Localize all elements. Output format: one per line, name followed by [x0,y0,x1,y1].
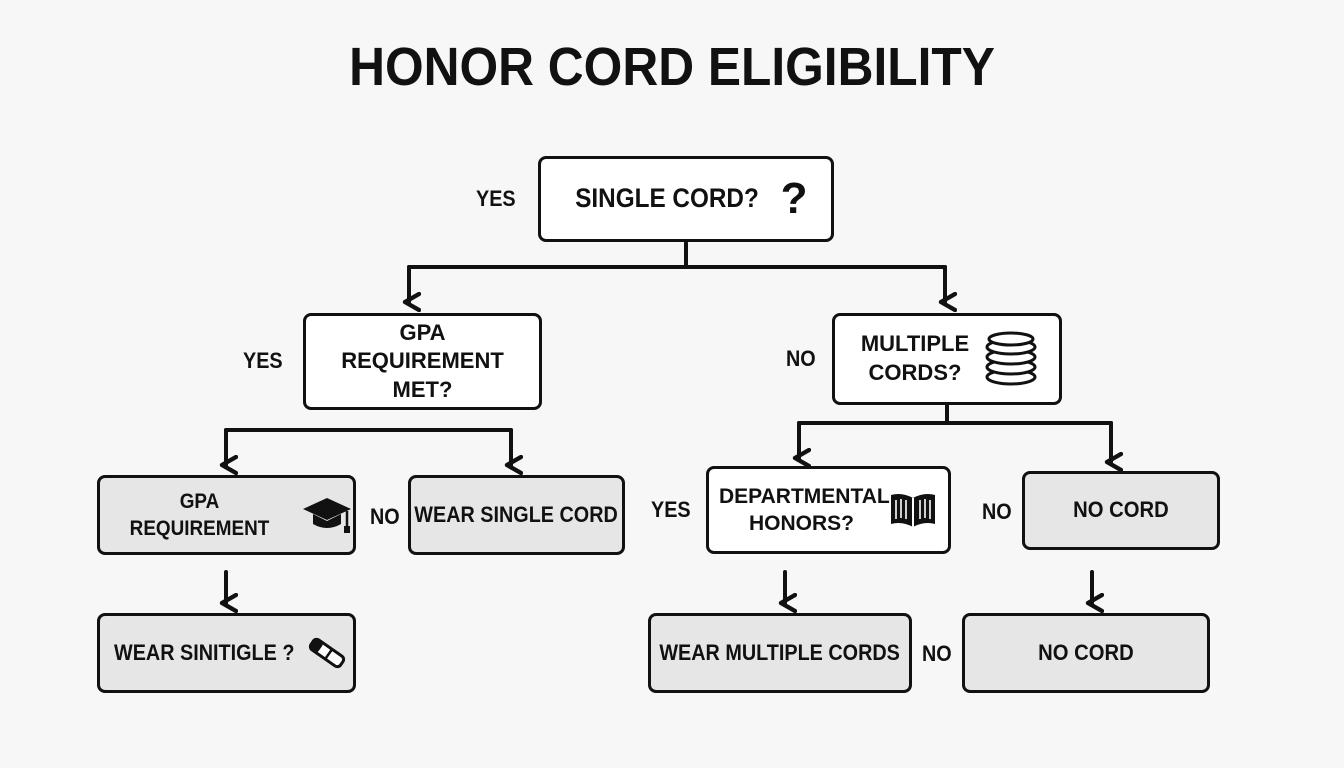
question-mark-icon: ? [780,174,808,224]
node-no-cord-bottom-label: NO CORD [1038,639,1134,665]
node-gpa-met: GPA REQUIREMENT MET? [303,313,542,410]
node-wear-single-cord: WEAR SINGLE CORD [408,475,625,555]
node-departmental-honors: DEPARTMENTAL HONORS? [706,466,951,554]
label-no-gpa-requirement: NO [370,504,400,529]
label-yes-departmental: YES [651,497,691,522]
label-no-departmental: NO [982,499,1012,524]
node-no-cord-bottom: NO CORD [962,613,1210,693]
graduation-cap-icon [301,495,353,535]
diagram-title: HONOR CORD ELIGIBILITY [349,37,995,97]
node-gpa-met-label: GPA REQUIREMENT MET? [341,319,504,402]
node-wear-sinitigle: WEAR SINITIGLE ? [97,613,356,693]
node-single-cord: SINGLE CORD? ? [538,156,834,242]
label-yes-gpa: YES [243,348,283,373]
node-wear-single-cord-label: WEAR SINGLE CORD [414,501,619,527]
node-single-cord-label: SINGLE CORD? [574,183,759,214]
node-gpa-requirement-label: GPA REQUIREMENT [129,489,270,540]
node-multiple-cords: MULTIPLE CORDS? [832,313,1062,405]
node-wear-multiple-cords-label: WEAR MULTIPLE CORDS [659,639,901,665]
node-wear-multiple-cords: WEAR MULTIPLE CORDS [648,613,912,693]
label-no-multiple: NO [786,346,816,371]
label-no-wear-multiple: NO [922,641,952,666]
label-yes-single: YES [476,186,516,211]
node-wear-sinitigle-label: WEAR SINITIGLE ? [114,639,295,665]
node-gpa-requirement: GPA REQUIREMENT [97,475,356,555]
stacked-cords-icon [983,329,1039,389]
node-no-cord-top: NO CORD [1022,471,1220,550]
diploma-scroll-icon [305,633,349,673]
node-multiple-cords-label: MULTIPLE CORDS? [860,331,970,385]
node-no-cord-top-label: NO CORD [1073,497,1169,523]
node-departmental-honors-label: DEPARTMENTAL HONORS? [719,484,890,535]
open-book-icon [888,490,938,530]
